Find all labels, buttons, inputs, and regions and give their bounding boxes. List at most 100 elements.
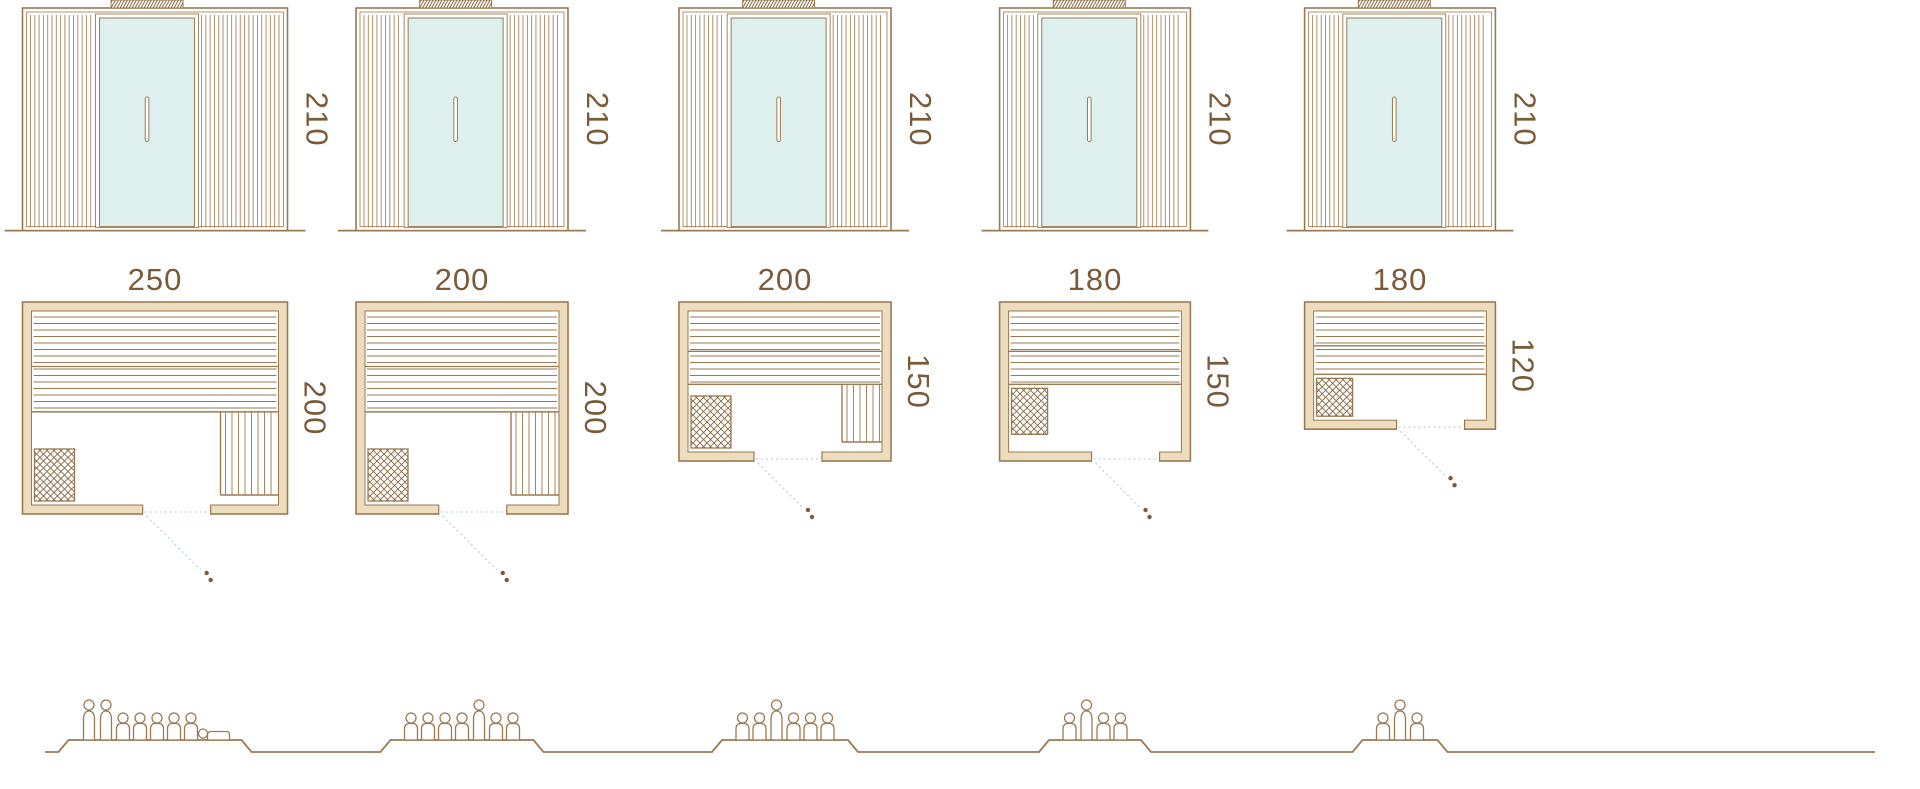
person-stand-icon bbox=[1080, 699, 1093, 741]
bench bbox=[688, 316, 882, 443]
person-sit-icon bbox=[820, 712, 835, 741]
person-sit-icon bbox=[115, 712, 131, 741]
person-recline-icon bbox=[197, 728, 231, 741]
person-sit-icon bbox=[166, 712, 182, 741]
width-dimension-label: 200 bbox=[758, 262, 813, 297]
height-dimension-label: 210 bbox=[903, 92, 938, 147]
person-sit-icon bbox=[505, 712, 521, 741]
person-stand-icon bbox=[99, 699, 113, 741]
wood-slats bbox=[1007, 15, 1179, 228]
width-dimension-label: 250 bbox=[128, 262, 183, 297]
heater-crosshatch bbox=[1011, 388, 1048, 435]
door-swing-line bbox=[1400, 430, 1446, 476]
elevation-view-2: 210 bbox=[338, 0, 615, 232]
height-dimension-label: 210 bbox=[580, 92, 615, 147]
door-opening bbox=[753, 451, 822, 464]
door-swing-dot bbox=[208, 577, 213, 583]
door-swing-dot bbox=[1452, 483, 1457, 488]
person-sit-icon bbox=[1375, 712, 1391, 741]
elevation-view-5: 210 bbox=[1286, 0, 1543, 232]
person-stand-icon bbox=[472, 699, 486, 741]
door-swing-dot bbox=[504, 577, 509, 583]
door-handle bbox=[453, 96, 458, 143]
depth-dimension-label: 120 bbox=[1506, 338, 1541, 393]
person-sit-icon bbox=[1113, 712, 1128, 741]
person-stand-icon bbox=[82, 699, 96, 741]
capacity-group-3 bbox=[735, 699, 835, 741]
vent-strip-hatch bbox=[111, 0, 184, 8]
wood-slats bbox=[686, 15, 881, 228]
person-sit-icon bbox=[488, 712, 504, 741]
door-swing-line bbox=[1095, 462, 1141, 508]
door-swing-dot bbox=[500, 570, 505, 576]
person-stand-icon bbox=[770, 699, 783, 741]
floor-plan-1: 250 200 bbox=[21, 262, 333, 583]
door-swing-line bbox=[757, 462, 803, 508]
heater-crosshatch bbox=[691, 396, 731, 448]
width-dimension-label: 180 bbox=[1373, 262, 1428, 297]
height-dimension-label: 210 bbox=[1203, 92, 1238, 147]
vent-strip-hatch bbox=[1053, 0, 1126, 8]
person-sit-icon bbox=[1409, 712, 1425, 741]
person-sit-icon bbox=[454, 712, 470, 741]
door-opening bbox=[1396, 419, 1465, 433]
person-sit-icon bbox=[786, 712, 801, 741]
vent-strip bbox=[1052, 0, 1126, 9]
wood-slats bbox=[30, 15, 280, 228]
door-swing-dot bbox=[1143, 507, 1148, 513]
person-stand-icon bbox=[1393, 699, 1407, 741]
depth-dimension-label: 150 bbox=[1201, 354, 1236, 409]
wood-slats bbox=[1312, 15, 1484, 228]
door-swing-line bbox=[442, 515, 498, 571]
vent-strip-hatch bbox=[742, 0, 815, 8]
door-handle bbox=[144, 96, 150, 143]
door-opening bbox=[142, 504, 211, 517]
person-sit-icon bbox=[1096, 712, 1111, 741]
height-dimension-label: 210 bbox=[1508, 92, 1543, 147]
person-sit-icon bbox=[420, 712, 436, 741]
door-handle bbox=[1391, 96, 1397, 143]
door-swing-dot bbox=[809, 514, 815, 520]
door-swing-dot bbox=[805, 507, 811, 513]
capacity-baseline bbox=[45, 739, 1875, 753]
capacity-group-5 bbox=[1375, 699, 1425, 741]
capacity-group-4 bbox=[1062, 699, 1128, 741]
width-dimension-label: 200 bbox=[435, 262, 490, 297]
person-sit-icon bbox=[149, 712, 165, 741]
person-sit-icon bbox=[183, 712, 199, 741]
elevation-view-3: 210 bbox=[661, 0, 938, 232]
person-sit-icon bbox=[735, 712, 750, 741]
door-swing-dot bbox=[204, 570, 209, 576]
vent-strip-hatch bbox=[1358, 0, 1431, 8]
vent-strip bbox=[1357, 0, 1431, 9]
door-swing-dot bbox=[1448, 476, 1453, 481]
heater-crosshatch bbox=[1316, 378, 1353, 417]
heater-crosshatch bbox=[368, 449, 408, 501]
person-sit-icon bbox=[1062, 712, 1077, 741]
vent-strip-hatch bbox=[419, 0, 492, 8]
elevation-view-4: 210 bbox=[981, 0, 1238, 232]
bench bbox=[365, 316, 559, 496]
door-handle bbox=[776, 96, 781, 143]
person-sit-icon bbox=[803, 712, 818, 741]
door-swing-dot bbox=[1147, 514, 1152, 520]
person-sit-icon bbox=[437, 712, 453, 741]
depth-dimension-label: 200 bbox=[298, 381, 333, 436]
door-handle bbox=[1086, 96, 1092, 143]
wood-slats bbox=[363, 15, 558, 228]
heater-crosshatch bbox=[34, 449, 75, 501]
door-opening bbox=[438, 504, 507, 517]
door-swing-line bbox=[146, 515, 202, 571]
person-sit-icon bbox=[752, 712, 767, 741]
floor-plan-5: 180 120 bbox=[1303, 262, 1541, 488]
bench bbox=[31, 316, 279, 496]
bench bbox=[1008, 316, 1182, 386]
door-opening bbox=[1091, 451, 1160, 464]
height-dimension-label: 210 bbox=[300, 92, 335, 147]
bench bbox=[1313, 316, 1487, 376]
depth-dimension-label: 150 bbox=[901, 354, 936, 409]
person-sit-icon bbox=[132, 712, 148, 741]
capacity-group-1 bbox=[82, 699, 231, 741]
